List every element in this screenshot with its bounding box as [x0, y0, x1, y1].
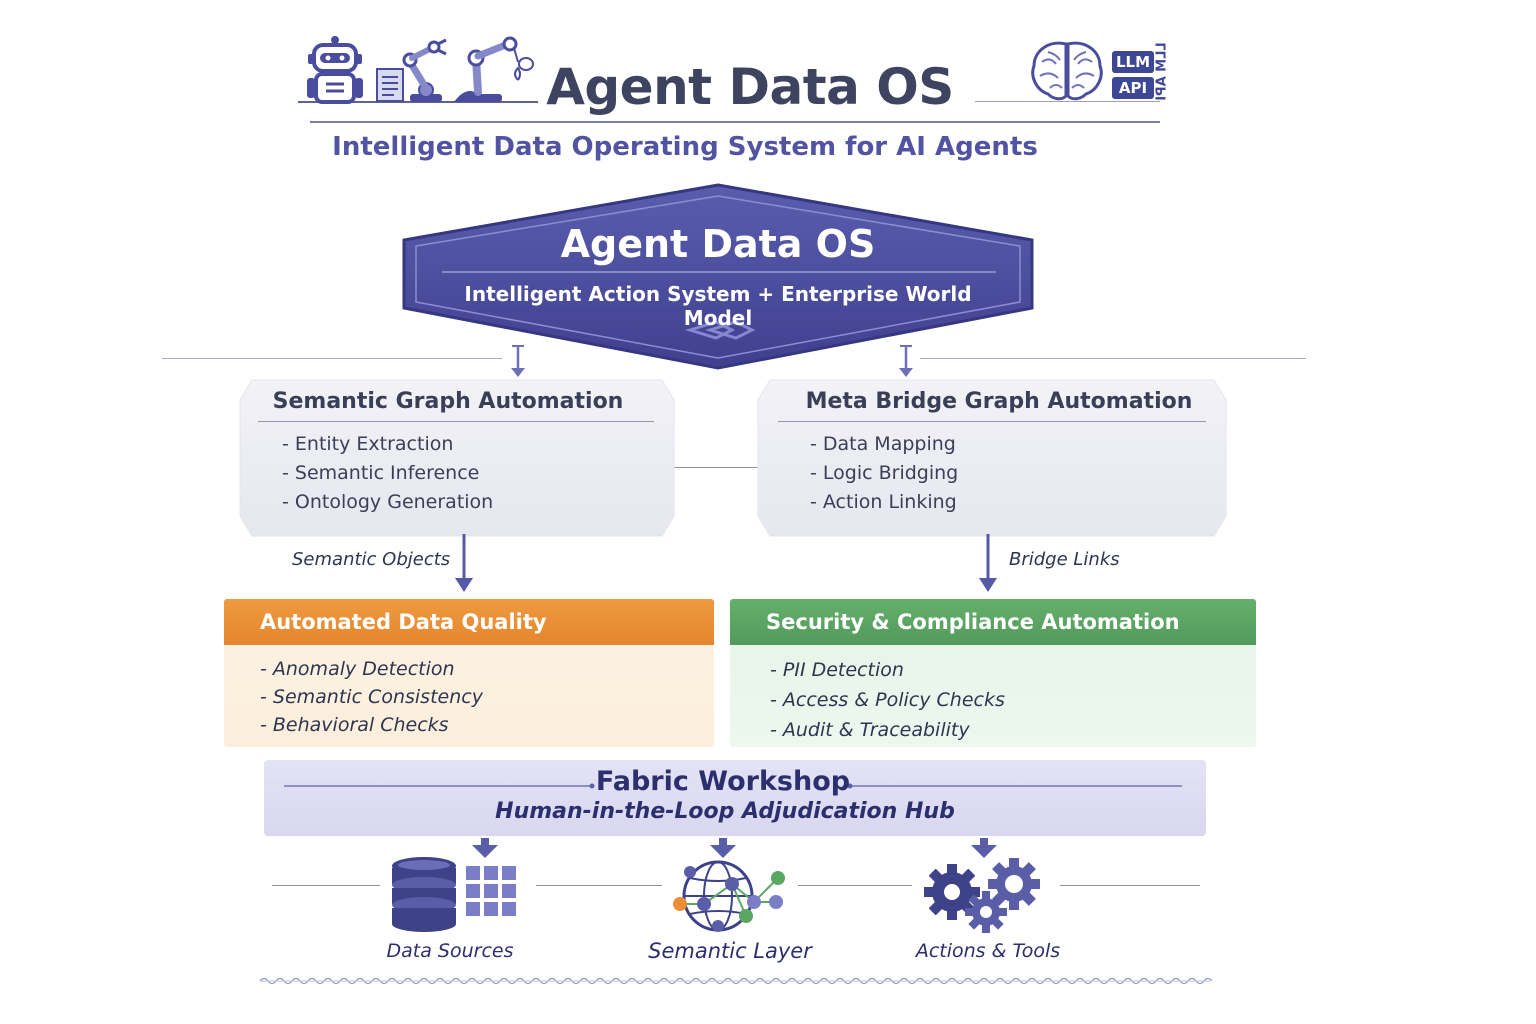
fabric-workshop-bar [264, 760, 1206, 836]
bottom-wave-rule [259, 977, 1213, 985]
list-item: - Entity Extraction [282, 433, 454, 455]
security-panel: Security & Compliance Automation - PII D… [730, 599, 1256, 747]
brain-icon [1031, 41, 1103, 101]
semantic-graph-title: Semantic Graph Automation [272, 389, 624, 414]
security-list: - PII Detection - Access & Policy Checks… [770, 655, 1005, 745]
bridge-links-label: Bridge Links [1009, 549, 1120, 570]
list-item: - Anomaly Detection [260, 658, 455, 680]
bottom-line-1 [272, 885, 380, 886]
llm-badge: LLM [1112, 51, 1154, 73]
header-rule-left [298, 101, 538, 103]
main-title: Agent Data OS [546, 58, 954, 116]
list-item: - Audit & Traceability [770, 719, 970, 741]
arrow-down-icon-6 [710, 838, 736, 858]
api-badge: API [1112, 77, 1154, 99]
semantic-graph-box [239, 379, 675, 537]
mirrored-badge-text: LLM API [1154, 42, 1170, 101]
meta-bridge-list: - Data Mapping - Logic Bridging - Action… [810, 430, 958, 517]
fabric-title-rule [284, 783, 1182, 789]
arrow-down-icon-3 [455, 534, 473, 592]
robotic-arm-icon-2 [454, 36, 534, 102]
connector-line-left [162, 358, 502, 359]
bottom-line-3 [798, 885, 912, 886]
arrow-down-icon-4 [979, 534, 997, 592]
robotic-arm-icon [402, 38, 447, 102]
list-item: - PII Detection [770, 659, 904, 681]
arrow-down-icon-7 [971, 838, 997, 858]
list-item: - Access & Policy Checks [770, 689, 1005, 711]
list-item: - Action Linking [810, 491, 957, 513]
data-quality-list: - Anomaly Detection - Semantic Consisten… [260, 655, 483, 739]
data-quality-panel: Automated Data Quality - Anomaly Detecti… [224, 599, 714, 747]
arrow-down-icon-5 [472, 838, 498, 858]
data-sources-label: Data Sources [386, 940, 514, 962]
list-item: - Data Mapping [810, 433, 956, 455]
connector-line-middle [672, 467, 760, 468]
bottom-line-4 [1060, 885, 1200, 886]
semantic-layer-label: Semantic Layer [648, 939, 812, 963]
subtitle: Intelligent Data Operating System for AI… [332, 132, 1038, 162]
security-title: Security & Compliance Automation [730, 599, 1256, 645]
semantic-network-icon [673, 860, 785, 932]
list-item: - Semantic Consistency [260, 686, 483, 708]
arrow-down-icon-2 [899, 345, 913, 377]
fabric-title: Fabric Workshop [595, 766, 851, 797]
core-subtitle: Intelligent Action System + Enterprise W… [464, 282, 972, 330]
header-rule [310, 121, 1160, 123]
list-item: - Behavioral Checks [260, 714, 449, 736]
meta-bridge-title: Meta Bridge Graph Automation [805, 389, 1193, 414]
connector-line-right [920, 358, 1306, 359]
arrow-down-icon [511, 345, 525, 377]
list-item: - Ontology Generation [282, 491, 494, 513]
meta-bridge-rule [778, 421, 1206, 422]
core-hexagon [402, 183, 1034, 370]
data-quality-title: Automated Data Quality [224, 599, 714, 645]
robot-icon [307, 36, 363, 104]
meta-bridge-box [757, 379, 1227, 537]
semantic-graph-list: - Entity Extraction - Semantic Inference… [282, 430, 493, 517]
gears-icon [924, 858, 1040, 933]
list-item: - Semantic Inference [282, 462, 480, 484]
database-icon [392, 857, 516, 932]
semantic-objects-label: Semantic Objects [292, 549, 451, 570]
list-item: - Logic Bridging [810, 462, 959, 484]
document-icon [376, 68, 404, 102]
actions-tools-label: Actions & Tools [915, 940, 1061, 962]
fabric-subtitle: Human-in-the-Loop Adjudication Hub [495, 799, 955, 824]
core-title: Agent Data OS [560, 222, 876, 266]
bottom-line-2 [536, 885, 662, 886]
header-rule-right [975, 101, 1160, 102]
semantic-graph-rule [258, 421, 654, 422]
